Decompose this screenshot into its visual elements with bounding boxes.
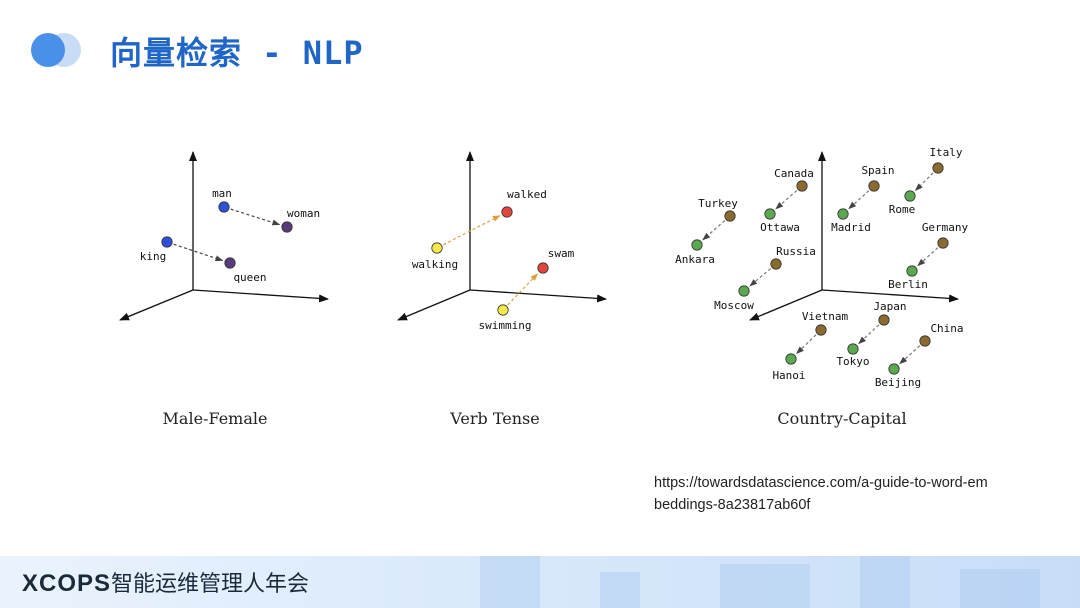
axis-line (749, 289, 823, 321)
brand-logo-icon (31, 33, 81, 67)
point-label: Germany (922, 221, 969, 234)
point-tokyo (847, 343, 859, 355)
point-label: Madrid (831, 221, 871, 234)
point-woman (281, 221, 293, 233)
point-label: Berlin (888, 278, 928, 291)
axis-line (119, 289, 194, 321)
axis-line (192, 289, 329, 303)
relation-arrow (775, 190, 798, 210)
point-label: king (140, 250, 167, 263)
point-china (919, 335, 931, 347)
source-link[interactable]: https://towardsdatascience.com/a-guide-t… (654, 475, 988, 513)
point-label: Canada (774, 167, 814, 180)
point-label: Rome (889, 203, 916, 216)
relation-arrow (442, 215, 501, 246)
relation-arrow (796, 334, 817, 355)
relation-arrow (858, 324, 880, 345)
point-label: Japan (873, 300, 906, 313)
point-label: swam (548, 247, 575, 260)
point-label: Ottawa (760, 221, 800, 234)
point-ottawa (764, 208, 776, 220)
relation-arrow (917, 247, 939, 267)
point-label: Beijing (875, 376, 921, 389)
point-italy (932, 162, 944, 174)
relation-arrow (702, 220, 726, 241)
point-label: queen (233, 271, 266, 284)
point-walked (501, 206, 513, 218)
point-label: Italy (929, 146, 962, 159)
brand-latin: XCOPS (22, 570, 112, 597)
relation-arrow (507, 273, 539, 306)
point-madrid (837, 208, 849, 220)
point-turkey (724, 210, 736, 222)
relation-arrow (230, 208, 281, 226)
relation-arrow (173, 243, 224, 262)
point-rome (904, 190, 916, 202)
point-label: Tokyo (836, 355, 869, 368)
point-label: Moscow (714, 299, 754, 312)
point-king (161, 236, 173, 248)
point-swimming (497, 304, 509, 316)
panel-caption: Verb Tense (449, 409, 539, 428)
panel-caption: Country-Capital (777, 409, 906, 428)
point-label: walking (412, 258, 458, 271)
point-ankara (691, 239, 703, 251)
point-vietnam (815, 324, 827, 336)
point-label: man (212, 187, 232, 200)
point-japan (878, 314, 890, 326)
footer-brand: XCOPS智能运维管理人年会 (22, 566, 309, 598)
point-canada (796, 180, 808, 192)
panel-caption: Male-Female (163, 409, 268, 428)
point-label: Spain (861, 164, 894, 177)
axis-line (397, 289, 471, 321)
point-hanoi (785, 353, 797, 365)
point-label: woman (287, 207, 320, 220)
point-label: Russia (776, 245, 816, 258)
relation-arrow (914, 172, 934, 192)
point-swam (537, 262, 549, 274)
footer-banner (0, 556, 1080, 608)
axis-line (469, 289, 607, 303)
slide-title: 向量检索 - NLP (110, 34, 364, 72)
point-spain (868, 180, 880, 192)
point-label: Hanoi (772, 369, 805, 382)
point-label: Vietnam (802, 310, 849, 323)
point-walking (431, 242, 443, 254)
relation-arrow (848, 190, 870, 210)
point-moscow (738, 285, 750, 297)
axis-line (821, 289, 959, 303)
point-berlin (906, 265, 918, 277)
relation-arrow (899, 345, 921, 365)
point-russia (770, 258, 782, 270)
point-label: China (930, 322, 963, 335)
point-beijing (888, 363, 900, 375)
point-queen (224, 257, 236, 269)
point-label: Turkey (698, 197, 738, 210)
point-label: walked (507, 188, 547, 201)
relation-arrow (749, 268, 772, 287)
brand-cjk: 智能运维管理人年会 (111, 572, 310, 597)
point-man (218, 201, 230, 213)
point-germany (937, 237, 949, 249)
point-label: Ankara (675, 253, 715, 266)
point-label: swimming (479, 319, 532, 332)
